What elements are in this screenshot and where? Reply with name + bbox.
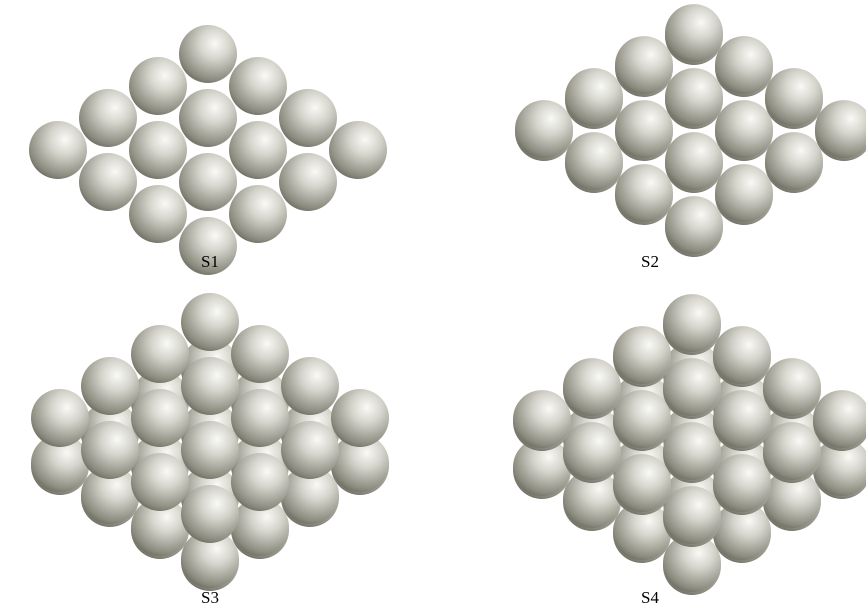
sphere [281, 421, 339, 479]
sphere [713, 326, 771, 384]
sphere [613, 390, 671, 448]
panel-s4: S4 [440, 300, 860, 600]
sphere-stack-s4 [440, 300, 860, 540]
sphere [763, 422, 821, 480]
sphere-stack-s3 [0, 300, 420, 540]
sphere [665, 132, 723, 190]
sphere [615, 36, 673, 94]
sphere [615, 164, 673, 222]
sphere [231, 325, 289, 383]
sphere [279, 153, 337, 211]
sphere [29, 121, 87, 179]
sphere [129, 185, 187, 243]
sphere [663, 422, 721, 480]
sphere-stack-s2 [440, 0, 860, 240]
sphere [715, 164, 773, 222]
sphere [665, 4, 723, 62]
sphere [131, 325, 189, 383]
sphere [713, 390, 771, 448]
sphere [81, 421, 139, 479]
sphere [229, 185, 287, 243]
panel-label-s3: S3 [0, 588, 420, 608]
sphere [765, 132, 823, 190]
sphere [665, 68, 723, 126]
sphere [79, 89, 137, 147]
sphere [181, 485, 239, 543]
sphere [129, 57, 187, 115]
sphere [81, 357, 139, 415]
sphere [229, 121, 287, 179]
sphere [765, 68, 823, 126]
sphere [179, 25, 237, 83]
sphere [515, 100, 573, 158]
sphere [715, 36, 773, 94]
sphere [663, 294, 721, 352]
sphere [763, 358, 821, 416]
sphere [181, 357, 239, 415]
sphere [713, 454, 771, 512]
sphere [331, 389, 389, 447]
sphere [181, 293, 239, 351]
sphere [131, 453, 189, 511]
sphere [131, 389, 189, 447]
panel-s2: S2 [440, 0, 860, 300]
sphere [179, 89, 237, 147]
sphere [31, 389, 89, 447]
panel-s3: S3 [0, 300, 420, 600]
sphere [181, 421, 239, 479]
sphere [613, 454, 671, 512]
sphere [563, 358, 621, 416]
sphere [563, 422, 621, 480]
panel-label-s4: S4 [440, 588, 860, 608]
panel-label-s1: S1 [0, 252, 420, 272]
sphere [665, 196, 723, 254]
sphere [615, 100, 673, 158]
sphere [329, 121, 387, 179]
sphere [79, 153, 137, 211]
sphere [279, 89, 337, 147]
sphere [513, 390, 571, 448]
sphere [229, 57, 287, 115]
sphere [281, 357, 339, 415]
sphere [179, 153, 237, 211]
sphere [231, 389, 289, 447]
sphere [565, 68, 623, 126]
panel-s1: S1 [0, 0, 420, 300]
sphere [613, 326, 671, 384]
sphere [663, 486, 721, 544]
panel-label-s2: S2 [440, 252, 860, 272]
sphere [663, 358, 721, 416]
sphere [715, 100, 773, 158]
sphere [565, 132, 623, 190]
sphere [129, 121, 187, 179]
sphere-stack-s1 [0, 0, 420, 240]
sphere [231, 453, 289, 511]
